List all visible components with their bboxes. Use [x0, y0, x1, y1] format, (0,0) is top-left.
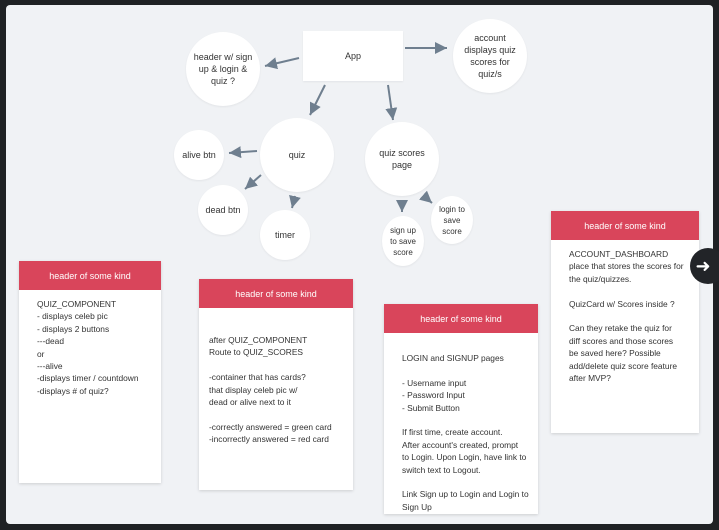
node-quiz-label: quiz: [288, 150, 306, 160]
edge-scores-login: [419, 190, 433, 204]
node-account[interactable]: account displays quiz scores for quiz/s: [453, 19, 527, 93]
arrow-right-icon: ➜: [695, 255, 711, 276]
node-alive-btn[interactable]: alive btn: [174, 130, 224, 180]
node-header-label: header w/ sign up & login & quiz ?: [193, 52, 253, 86]
connector-layer: [228, 42, 447, 212]
card-quiz-component[interactable]: header of some kind QUIZ_COMPONENT - dis…: [19, 261, 161, 483]
node-dead-btn[interactable]: dead btn: [198, 185, 248, 235]
card-header: header of some kind: [19, 261, 161, 290]
node-quiz-scores-page-label: quiz scores page: [379, 148, 425, 170]
edge-quiz-dead: [244, 174, 262, 190]
node-signup-save-score[interactable]: sign up to save score: [382, 216, 424, 266]
node-app-label: App: [344, 51, 361, 61]
card-body-text: QUIZ_COMPONENT - displays celeb pic - di…: [37, 299, 139, 396]
card-header: header of some kind: [199, 279, 353, 308]
card-body-text: LOGIN and SIGNUP pages - Username input …: [402, 353, 529, 512]
node-quiz[interactable]: quiz: [260, 118, 334, 192]
card-login-signup[interactable]: header of some kind LOGIN and SIGNUP pag…: [384, 304, 538, 514]
node-timer[interactable]: timer: [260, 210, 310, 260]
node-header[interactable]: header w/ sign up & login & quiz ?: [186, 32, 260, 106]
edge-app-quiz: [309, 84, 326, 116]
card-header: header of some kind: [384, 304, 538, 333]
edge-quiz-timer: [289, 194, 301, 209]
edge-app-header: [264, 57, 300, 70]
edge-quiz-alive: [228, 146, 258, 159]
node-login-save-score-label: login to save score: [439, 204, 465, 236]
whiteboard-canvas: App header w/ sign up & login & quiz ? a…: [6, 5, 713, 524]
card-quiz-scores[interactable]: header of some kind after QUIZ_COMPONENT…: [199, 279, 353, 490]
edge-app-quizscores: [385, 84, 398, 121]
node-login-save-score[interactable]: login to save score: [431, 196, 473, 244]
node-app[interactable]: App: [303, 31, 403, 81]
node-timer-label: timer: [275, 230, 295, 240]
node-alive-btn-label: alive btn: [182, 150, 216, 160]
node-dead-btn-label: dead btn: [205, 205, 241, 215]
card-body-text: after QUIZ_COMPONENT Route to QUIZ_SCORE…: [209, 335, 332, 445]
node-account-label: account displays quiz scores for quiz/s: [464, 33, 516, 79]
card-header: header of some kind: [551, 211, 699, 240]
next-button[interactable]: ➜: [690, 248, 719, 284]
card-account-dashboard[interactable]: header of some kind ACCOUNT_DASHBOARD pl…: [551, 211, 699, 433]
card-body-text: ACCOUNT_DASHBOARD place that stores the …: [569, 249, 684, 384]
node-quiz-scores-page[interactable]: quiz scores page: [365, 122, 439, 196]
node-signup-save-score-label: sign up to save score: [390, 225, 416, 257]
